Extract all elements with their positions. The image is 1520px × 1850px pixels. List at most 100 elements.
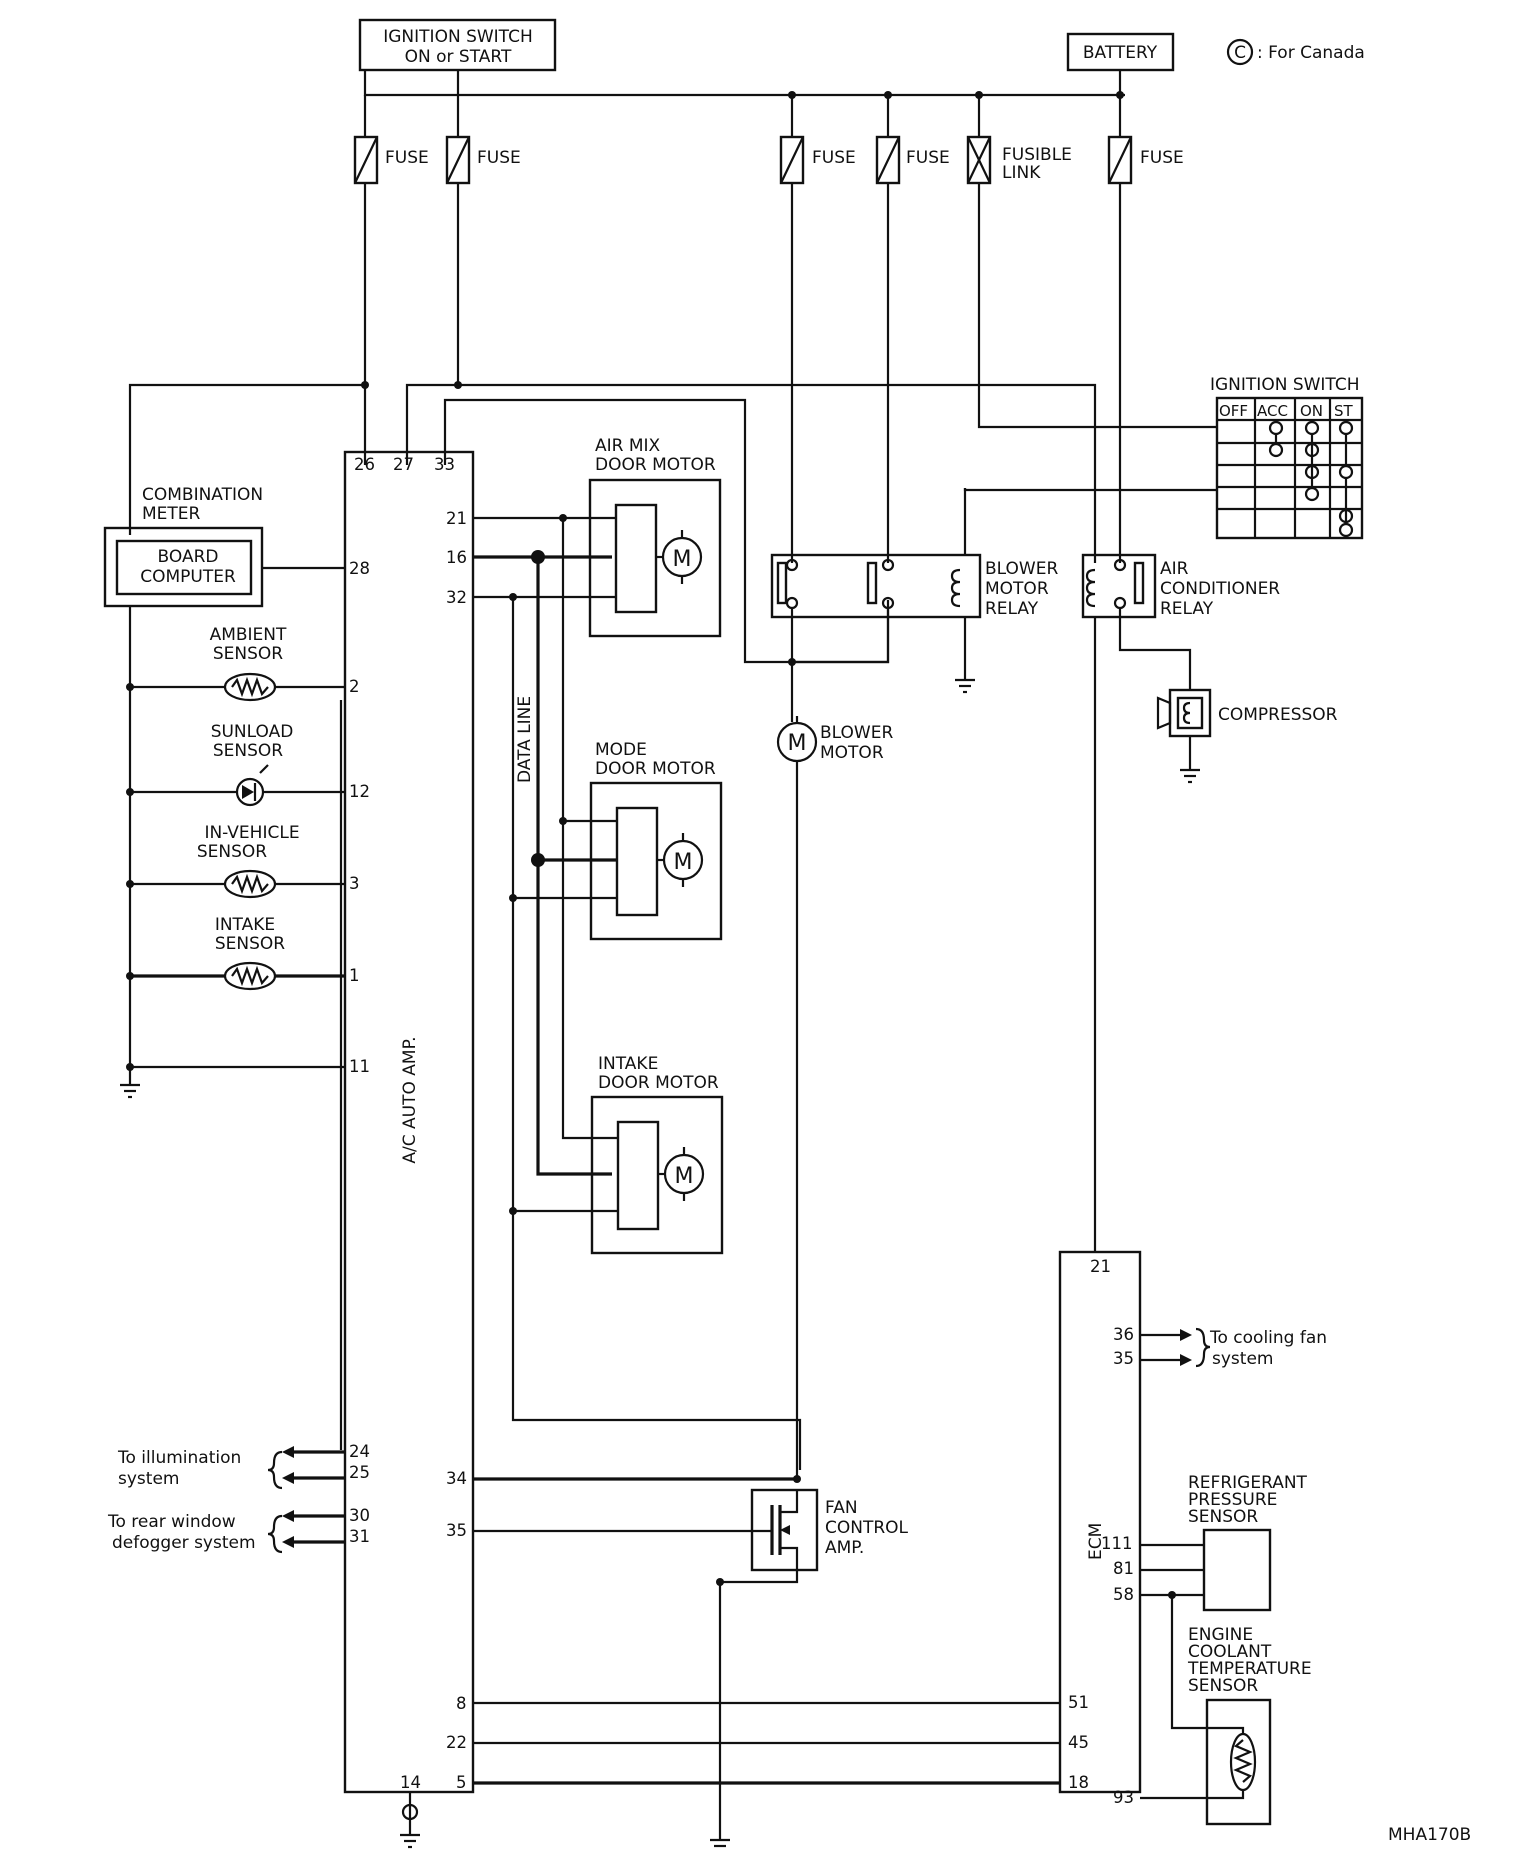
svg-text:M: M [674,850,693,875]
blower-motor: M BLOWER MOTOR [776,716,893,768]
svg-text:8: 8 [456,1694,467,1713]
defogger-outputs: To rear window defogger system [107,1510,345,1554]
svg-text:A/C AUTO AMP.: A/C AUTO AMP. [400,1036,420,1163]
svg-text:ST: ST [1334,402,1354,420]
fuse-5: FUSE [1107,135,1184,185]
svg-text:AIR MIX: AIR MIX [595,436,661,456]
svg-text:ON or START: ON or START [405,47,512,67]
svg-text:AIR: AIR [1160,559,1189,579]
intake-door-motor: INTAKE DOOR MOTOR M [590,1054,724,1255]
svg-text:3: 3 [349,874,360,893]
svg-text:PRESSURE: PRESSURE [1188,1490,1277,1510]
intake-sensor: INTAKE SENSOR [215,915,285,991]
svg-text:system: system [1212,1349,1273,1369]
combination-meter: COMBINATION METER BOARD COMPUTER [103,485,264,608]
svg-text:12: 12 [349,782,370,801]
svg-text:DOOR MOTOR: DOOR MOTOR [595,759,716,779]
svg-text:system: system [118,1469,179,1489]
svg-text:SENSOR: SENSOR [213,644,283,664]
ambient-sensor: AMBIENT SENSOR [210,625,287,702]
svg-text:INTAKE: INTAKE [215,915,275,935]
svg-text:24: 24 [349,1442,370,1461]
svg-text:SENSOR: SENSOR [1188,1507,1258,1527]
svg-text:34: 34 [446,1469,467,1488]
svg-text:ON: ON [1300,402,1323,420]
svg-text:ACC: ACC [1257,402,1288,420]
svg-text:DOOR MOTOR: DOOR MOTOR [598,1073,719,1093]
ground-relay [955,678,975,694]
svg-text:22: 22 [446,1733,467,1752]
svg-text:45: 45 [1068,1733,1089,1752]
svg-text:COOLANT: COOLANT [1188,1642,1272,1662]
svg-text:IN-VEHICLE: IN-VEHICLE [204,823,299,843]
svg-text:To rear window: To rear window [107,1512,236,1532]
engine-coolant-temperature-sensor: ENGINE COOLANT TEMPERATURE SENSOR [1187,1625,1312,1826]
ground-left [120,1083,140,1099]
svg-text:LINK: LINK [1002,163,1041,183]
svg-text:18: 18 [1068,1773,1089,1792]
svg-text:MODE: MODE [595,740,647,760]
svg-text:28: 28 [349,559,370,578]
fuse-1: FUSE [353,135,429,185]
sunload-sensor: SUNLOAD SENSOR [211,722,294,807]
svg-text:2: 2 [349,677,360,696]
fusible-link: FUSIBLE LINK [966,135,1072,185]
svg-text:CONTROL: CONTROL [825,1518,909,1538]
fuse-3: FUSE [779,135,856,185]
svg-text:93: 93 [1113,1788,1134,1807]
fan-control-amp: FAN CONTROL AMP. [750,1488,909,1572]
cooling-fan-outputs: To cooling fan system [1140,1327,1327,1369]
svg-text:5: 5 [456,1773,467,1792]
svg-text:26: 26 [354,455,375,474]
blower-motor-relay: BLOWER MOTOR RELAY [770,553,1058,619]
svg-text:SENSOR: SENSOR [197,842,267,862]
svg-text:MOTOR: MOTOR [820,743,884,763]
svg-text:81: 81 [1113,1559,1134,1578]
air-mix-door-motor: AIR MIX DOOR MOTOR M [588,436,722,638]
svg-text:RELAY: RELAY [1160,599,1214,619]
svg-text:M: M [673,547,692,572]
svg-text:TEMPERATURE: TEMPERATURE [1187,1659,1312,1679]
svg-text:FUSE: FUSE [477,148,521,168]
svg-text:C: C [1234,43,1246,63]
svg-text:ENGINE: ENGINE [1188,1625,1253,1645]
svg-text:RELAY: RELAY [985,599,1039,619]
svg-text:REFRIGERANT: REFRIGERANT [1188,1473,1308,1493]
svg-text:35: 35 [446,1521,467,1540]
svg-text:INTAKE: INTAKE [598,1054,658,1074]
svg-text:SENSOR: SENSOR [215,934,285,954]
svg-text:1: 1 [349,966,360,985]
svg-text:111: 111 [1101,1534,1133,1553]
svg-text:BLOWER: BLOWER [820,723,893,743]
svg-text:16: 16 [446,548,467,567]
compressor: COMPRESSOR [1156,688,1338,738]
svg-text:11: 11 [349,1057,370,1076]
svg-text:14: 14 [400,1773,421,1792]
svg-text:SUNLOAD: SUNLOAD [211,722,294,742]
illumination-outputs: To illumination system [117,1446,345,1490]
svg-text:To cooling fan: To cooling fan [1209,1328,1327,1348]
fuse-2: FUSE [445,135,521,185]
svg-text:FAN: FAN [825,1498,858,1518]
svg-text:FUSE: FUSE [906,148,950,168]
svg-text:31: 31 [349,1527,370,1546]
svg-text:ECM: ECM [1086,1523,1106,1560]
svg-text:OFF: OFF [1219,402,1248,420]
ignition-switch-source: IGNITION SWITCH ON or START [358,18,557,72]
svg-text:33: 33 [434,455,455,474]
svg-text:CONDITIONER: CONDITIONER [1160,579,1280,599]
svg-text:51: 51 [1068,1693,1089,1712]
svg-text:: For Canada: : For Canada [1257,43,1365,63]
battery-source: BATTERY [1066,32,1175,72]
in-vehicle-sensor: IN-VEHICLE SENSOR [197,823,300,899]
svg-text:FUSE: FUSE [385,148,429,168]
svg-text:DOOR MOTOR: DOOR MOTOR [595,455,716,475]
svg-text:25: 25 [349,1463,370,1482]
svg-text:DATA LINE: DATA LINE [515,696,535,783]
svg-text:32: 32 [446,588,467,607]
svg-text:35: 35 [1113,1349,1134,1368]
ecm: ECM 21 36 35 111 81 58 93 51 45 18 [1058,1250,1142,1807]
svg-text:21: 21 [1090,1257,1111,1276]
svg-text:M: M [675,1164,694,1189]
